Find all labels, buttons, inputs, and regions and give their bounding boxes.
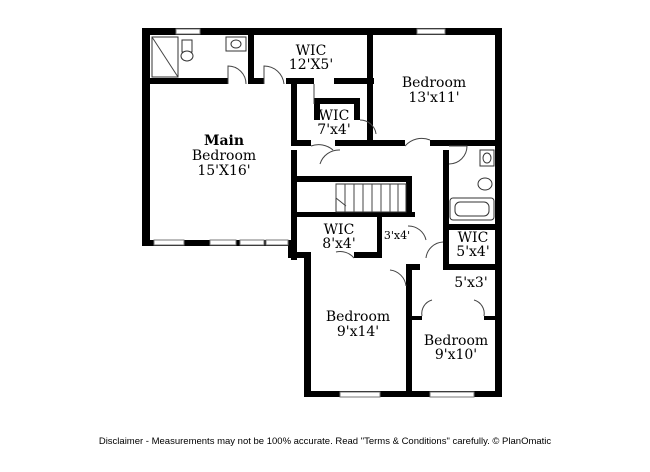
bedroom-sw-name: Bedroom — [326, 309, 390, 325]
main-bedroom-name-line2: Bedroom — [192, 148, 256, 164]
wic-main-name: WIC — [296, 43, 327, 59]
wic-mid-size: 8'x4' — [322, 236, 355, 252]
wic-main-size: 12'X5' — [289, 57, 333, 73]
closet-5x3-size: 5'x3' — [454, 275, 487, 291]
interior-walls — [150, 34, 502, 397]
wic-east-size: 5'x4' — [456, 244, 489, 260]
disclaimer-text: Disclaimer - Measurements may not be 100… — [98, 436, 552, 447]
wic-small-name: WIC — [319, 108, 350, 124]
room-labels: Main Bedroom 15'X16' WIC 12'X5' Bedroom … — [192, 43, 490, 363]
wic-east-name: WIC — [458, 230, 489, 246]
closet-3x4-size: 3'x4' — [384, 229, 410, 242]
bath-fixtures — [151, 36, 495, 221]
wic-small-size: 7'x4' — [317, 122, 350, 138]
main-bedroom-name-line1: Main — [204, 133, 244, 149]
doors — [227, 65, 485, 317]
main-bedroom-size: 15'X16' — [197, 163, 250, 179]
toilet — [181, 39, 193, 53]
bedroom-sw-size: 9'x14' — [337, 324, 379, 340]
windows — [153, 28, 475, 398]
hall-toilet — [477, 177, 493, 191]
stairs — [335, 183, 407, 213]
bedroom-se-size: 9'x10' — [435, 347, 477, 363]
bedroom-se-name: Bedroom — [424, 333, 488, 349]
bedroom-ne-size: 13'x11' — [408, 90, 459, 106]
bedroom-ne-name: Bedroom — [402, 75, 466, 91]
wic-mid-name: WIC — [324, 222, 355, 238]
